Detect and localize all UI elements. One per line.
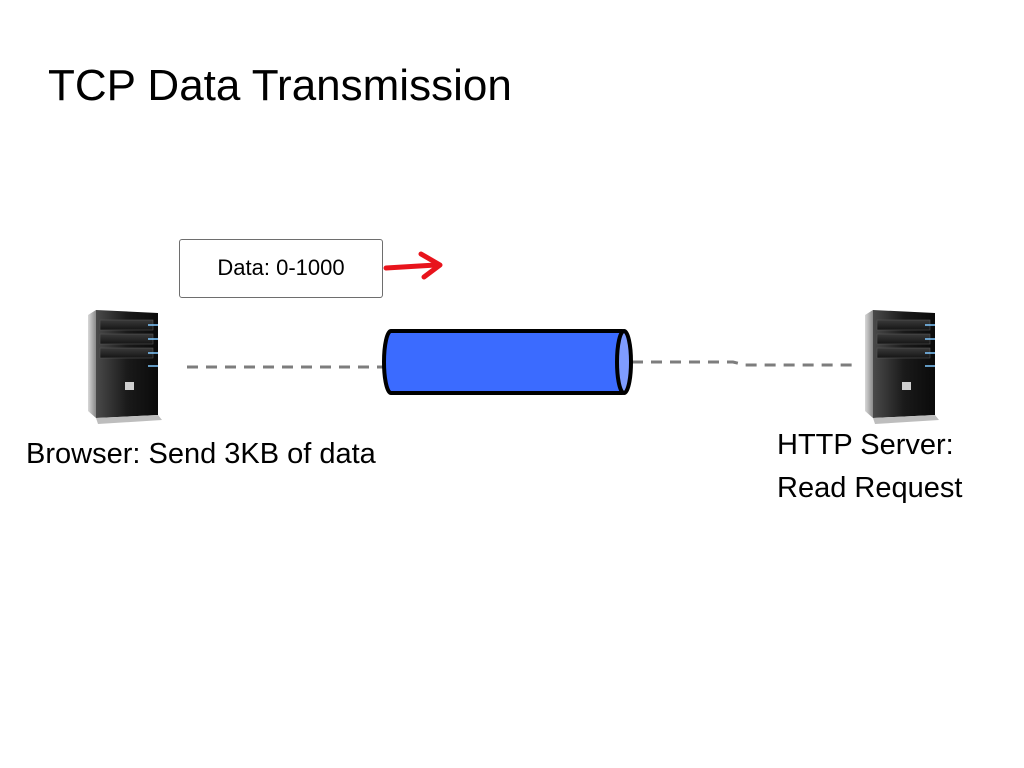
browser-caption: Browser: Send 3KB of data [26, 438, 376, 470]
browser-machine-icon [88, 310, 162, 424]
tcp-pipe-icon [382, 329, 633, 395]
slide-title: TCP Data Transmission [48, 61, 512, 110]
server-link-line [632, 360, 852, 367]
server-caption-line1: HTTP Server: [777, 429, 954, 461]
server-machine-icon [865, 310, 939, 424]
arrow-right-icon [383, 251, 443, 280]
packet-label: Data: 0-1000 [179, 239, 383, 298]
server-caption-line2: Read Request [777, 472, 963, 504]
server-caption: HTTP Server: Read Request [777, 424, 962, 510]
